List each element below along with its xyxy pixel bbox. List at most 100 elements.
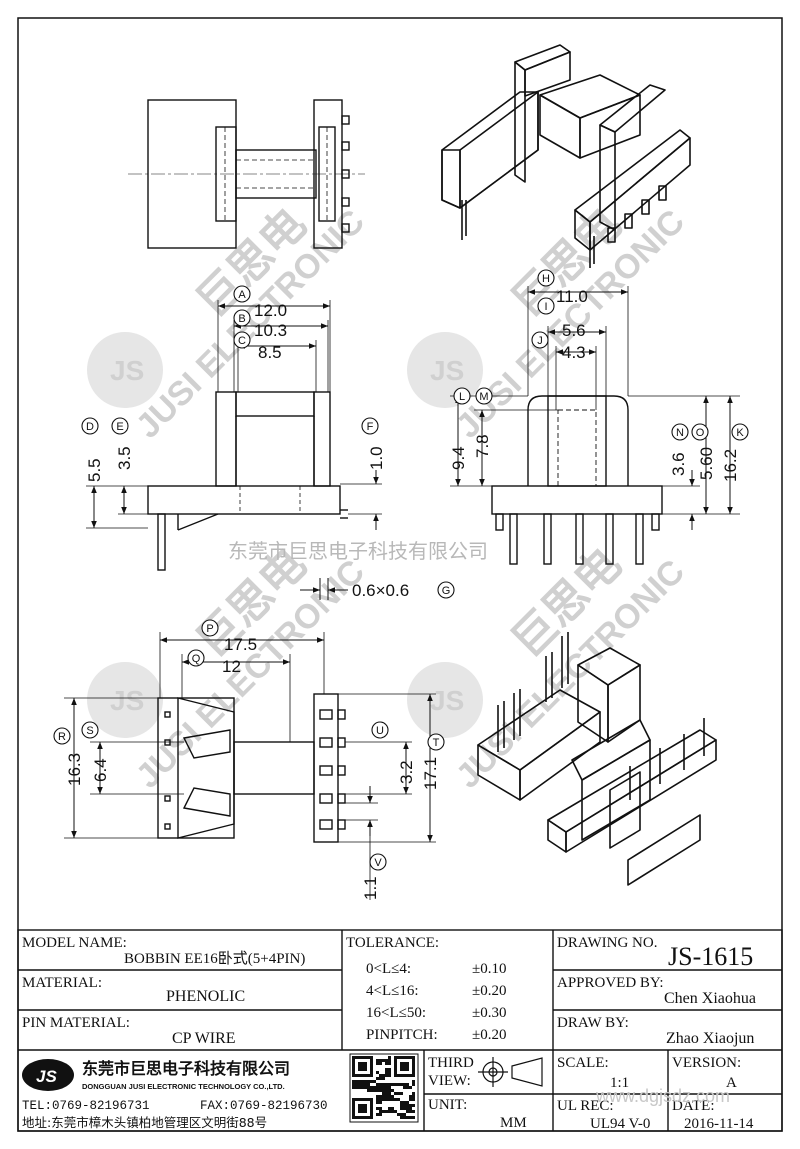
callout-circle-f [361,417,379,435]
callout-u: U [376,725,384,737]
approved-by-value: Chen Xiaohua [664,990,756,1007]
dim-label-12-0: 12.0 [254,301,287,320]
view-isometric-top [441,44,691,268]
dim-label-1-0: 1.0 [367,446,386,470]
third-angle-projection-icon [478,1057,543,1087]
callout-h: H [542,273,550,285]
dim-label-16-3: 16.3 [65,753,84,786]
callout-circle-u [371,721,389,739]
callout-e: E [116,421,123,433]
callout-circle-e [111,417,129,435]
pin-material-label: PIN MATERIAL: [22,1015,130,1031]
dim-label-12: 12 [222,657,241,676]
dim-label-9-4: 9.4 [449,446,468,470]
view-bottom-left [64,632,436,843]
title-block-frame [17,929,783,1132]
company-fax: FAX:0769-82196730 [200,1099,328,1113]
callout-g: G [442,585,451,597]
qr-code [349,1053,419,1123]
tolerance-label: TOLERANCE: [346,935,439,951]
callout-f: F [367,421,374,433]
company-address: 地址:东莞市樟木头镇柏地管理区文明街88号 [22,1115,267,1130]
dim-label-8-5: 8.5 [258,343,282,362]
callout-v: V [374,857,382,869]
callout-circle-g [437,581,455,599]
dim-label-16-2: 16.2 [721,449,740,482]
dimension-lines-side-right [455,289,733,530]
callout-n: N [676,427,684,439]
ul-rec-value: UL94 V-0 [590,1116,650,1132]
callout-circle-q [187,649,205,667]
dimension-lines-front-left [91,303,379,600]
drawing-no-label: DRAWING NO. [557,935,657,951]
dim-label-5-60: 5.60 [697,447,716,480]
dim-label-1-1: 1.1 [361,876,380,900]
callout-circle-a [233,285,251,303]
callout-circle-o [691,423,709,441]
scale-value: 1:1 [610,1075,629,1091]
watermark-logo [87,332,483,738]
tolerance-range-3: PINPITCH: [366,1027,438,1043]
version-value: A [726,1075,737,1091]
watermark-logo-text: JS [110,355,144,386]
view-top-left [128,99,365,249]
tolerance-value-1: ±0.20 [472,983,506,999]
unit-label: UNIT: [428,1097,467,1113]
callout-c: C [238,335,246,347]
dim-label-3-6: 3.6 [669,452,688,476]
callout-s: S [86,725,93,737]
dim-label-17-1: 17.1 [421,757,440,790]
material-value: PHENOLIC [166,988,245,1005]
dim-label-7-8: 7.8 [473,434,492,458]
callout-circle-i [537,297,555,315]
company-tel: TEL:0769-82196731 [22,1099,150,1113]
callout-circle-v [369,853,387,871]
dim-label-6-4: 6.4 [91,758,110,782]
callout-circle-k [731,423,749,441]
watermark-logo-text-2: JS [430,355,464,386]
tolerance-value-0: ±0.10 [472,961,506,977]
company-name-en: DONGGUAN JUSI ELECTRONIC TECHNOLOGY CO.,… [82,1082,285,1091]
callout-circle-t [427,733,445,751]
callout-circle-d [81,417,99,435]
watermark-company: 东莞市巨思电子科技有限公司 [228,540,488,563]
model-name-label: MODEL NAME: [22,935,127,951]
dim-label-11-0: 11.0 [556,287,588,306]
callout-o: O [696,427,705,439]
dim-label-5-6: 5.6 [562,321,586,340]
ul-rec-label: UL REC: [557,1098,614,1114]
tolerance-value-2: ±0.30 [472,1005,506,1021]
view-isometric-bottom [477,632,717,886]
third-view-label-2: VIEW: [428,1073,471,1089]
unit-value: MM [500,1115,527,1131]
callout-m: M [479,391,488,403]
dim-label-5-5: 5.5 [85,458,104,482]
drawing-no-value: JS-1615 [668,942,753,971]
callout-l: L [459,391,465,403]
callout-t: T [433,737,440,749]
callout-i: I [544,301,547,313]
callout-circle-n [671,423,689,441]
dimension-labels: 12.0 10.3 8.5 5.5 3.5 1.0 0.6×0.6 11.0 5… [65,287,740,900]
tolerance-range-0: 0<L≤4: [366,961,411,977]
dim-label-10-3: 10.3 [254,321,287,340]
date-label: DATE: [672,1098,715,1114]
approved-by-label: APPROVED BY: [557,975,664,991]
dim-label-0-6x0-6: 0.6×0.6 [352,581,409,600]
model-name-value: BOBBIN EE16卧式(5+4PIN) [124,950,305,967]
callout-circle-c [233,331,251,349]
callout-q: Q [192,653,201,665]
callout-circle-l [453,387,471,405]
version-label: VERSION: [672,1055,741,1071]
callout-p: P [206,623,213,635]
draw-by-label: DRAW BY: [557,1015,629,1031]
title-block-text: MODEL NAME: BOBBIN EE16卧式(5+4PIN) MATERI… [22,935,756,1132]
callout-r: R [58,731,66,743]
callout-circle-j [531,331,549,349]
callout-circle-h [537,269,555,287]
company-logo-text: JS [36,1067,57,1086]
company-name-cn: 东莞市巨思电子科技有限公司 [82,1059,290,1078]
tolerance-value-3: ±0.20 [472,1027,506,1043]
